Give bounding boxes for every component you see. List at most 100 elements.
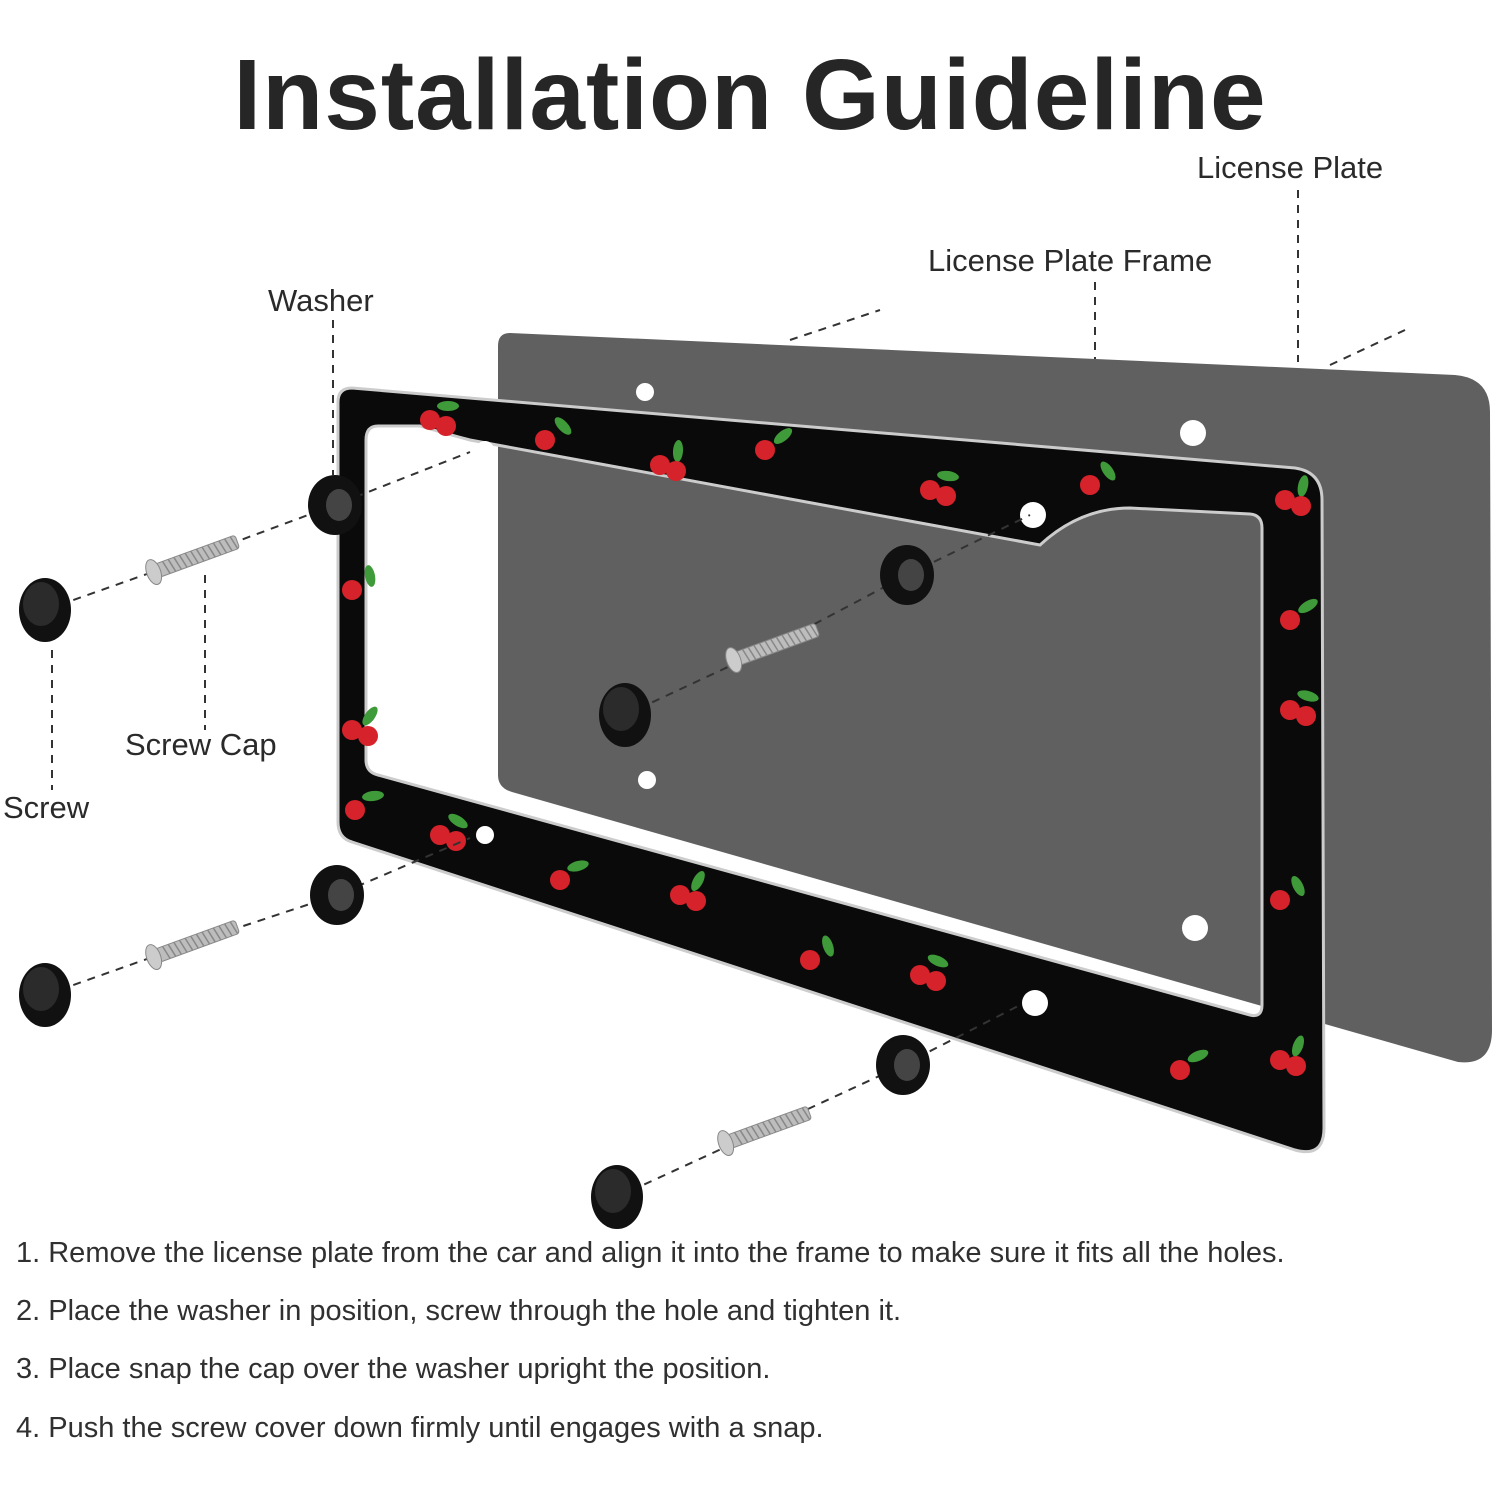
leaf	[554, 417, 572, 435]
leaf	[1298, 598, 1318, 614]
cherry	[1270, 890, 1290, 910]
leaf	[364, 565, 376, 587]
hardware-set	[19, 837, 471, 1027]
hardware-set	[19, 451, 471, 642]
washer	[308, 475, 362, 535]
leaf	[822, 935, 834, 957]
screw-cap	[599, 683, 651, 747]
cherry-cluster	[550, 860, 589, 890]
cherry	[436, 416, 456, 436]
cherry-cluster	[535, 417, 572, 450]
cherry	[666, 461, 686, 481]
washer	[876, 1035, 930, 1095]
cherry-cluster	[920, 470, 959, 506]
cherry	[535, 430, 555, 450]
leaf	[927, 954, 949, 968]
cherry-pattern	[342, 401, 1319, 1080]
cherry-cluster	[1270, 1035, 1306, 1076]
cherry-cluster	[430, 813, 468, 851]
leaf	[362, 790, 384, 802]
cherry	[420, 410, 440, 430]
step-3: 3. Place snap the cap over the washer up…	[16, 1353, 771, 1385]
plate-edge-guide	[1329, 329, 1406, 366]
step-1: 1. Remove the license plate from the car…	[16, 1237, 1285, 1269]
screw	[145, 535, 240, 585]
cherry	[1280, 700, 1300, 720]
cherry	[550, 870, 570, 890]
screw	[717, 1106, 812, 1156]
cherry-cluster	[800, 935, 834, 970]
cherry-cluster	[1080, 461, 1116, 495]
cherry	[1286, 1056, 1306, 1076]
leaf	[1291, 1035, 1305, 1057]
leaf	[1297, 475, 1309, 497]
cherry	[686, 891, 706, 911]
cherry	[342, 720, 362, 740]
alignment-line	[616, 1004, 1021, 1198]
cherry	[358, 726, 378, 746]
cherry-cluster	[1270, 875, 1305, 910]
cherry	[342, 580, 362, 600]
leaf	[567, 860, 589, 872]
leaf	[691, 871, 705, 891]
cherry-cluster	[1275, 475, 1311, 516]
cherry	[800, 950, 820, 970]
cherry	[1296, 706, 1316, 726]
cherry	[670, 885, 690, 905]
frame-holes	[476, 441, 1048, 1016]
step-2: 2. Place the washer in position, screw t…	[16, 1295, 902, 1327]
label-screw-cap: Screw Cap	[125, 727, 277, 762]
cherry	[1080, 475, 1100, 495]
plate-edge-guide	[789, 309, 881, 341]
license-plate-frame	[336, 386, 1326, 1154]
step-4: 4. Push the screw cover down firmly unti…	[16, 1412, 824, 1444]
leaf	[448, 813, 468, 829]
hardware-set	[591, 1004, 1021, 1229]
cherry	[936, 486, 956, 506]
cherry	[345, 800, 365, 820]
screw-cap	[19, 578, 71, 642]
cherry-cluster	[1280, 690, 1319, 726]
alignment-line	[624, 514, 1031, 716]
leaf	[1297, 690, 1319, 702]
leaf	[1100, 461, 1116, 481]
cherry-cluster	[670, 871, 706, 911]
alignment-line	[44, 451, 471, 611]
leaf	[437, 401, 459, 411]
hardware-set	[599, 514, 1031, 747]
screw-cap	[19, 963, 71, 1027]
leaf	[1187, 1049, 1209, 1063]
leaf	[672, 440, 684, 462]
cherry	[755, 440, 775, 460]
label-license-plate-frame: License Plate Frame	[928, 243, 1213, 278]
leaf	[362, 706, 378, 726]
cherry-cluster	[345, 790, 384, 820]
cherry	[650, 455, 670, 475]
cherry-cluster	[1170, 1049, 1209, 1080]
washer	[310, 865, 364, 925]
screw	[145, 920, 240, 970]
cherry	[1291, 496, 1311, 516]
cherry	[1275, 490, 1295, 510]
cherry-cluster	[420, 401, 459, 436]
cherry-cluster	[1280, 598, 1318, 630]
page-title: Installation Guideline	[233, 39, 1267, 151]
cherry	[926, 971, 946, 991]
cherry	[430, 825, 450, 845]
license-plate	[498, 333, 1492, 1063]
plate-holes	[636, 383, 1208, 941]
cherry-cluster	[650, 440, 686, 481]
screw	[725, 623, 820, 673]
cherry-cluster	[342, 706, 378, 746]
cherry-cluster	[910, 954, 949, 991]
label-washer: Washer	[268, 283, 374, 318]
washer	[880, 545, 934, 605]
cherry	[446, 831, 466, 851]
leaf	[1291, 875, 1305, 897]
leaf	[937, 470, 959, 482]
cherry-cluster	[342, 565, 376, 600]
label-screw: Screw	[3, 790, 90, 825]
alignment-line	[44, 837, 471, 996]
label-license-plate: License Plate	[1197, 150, 1384, 185]
